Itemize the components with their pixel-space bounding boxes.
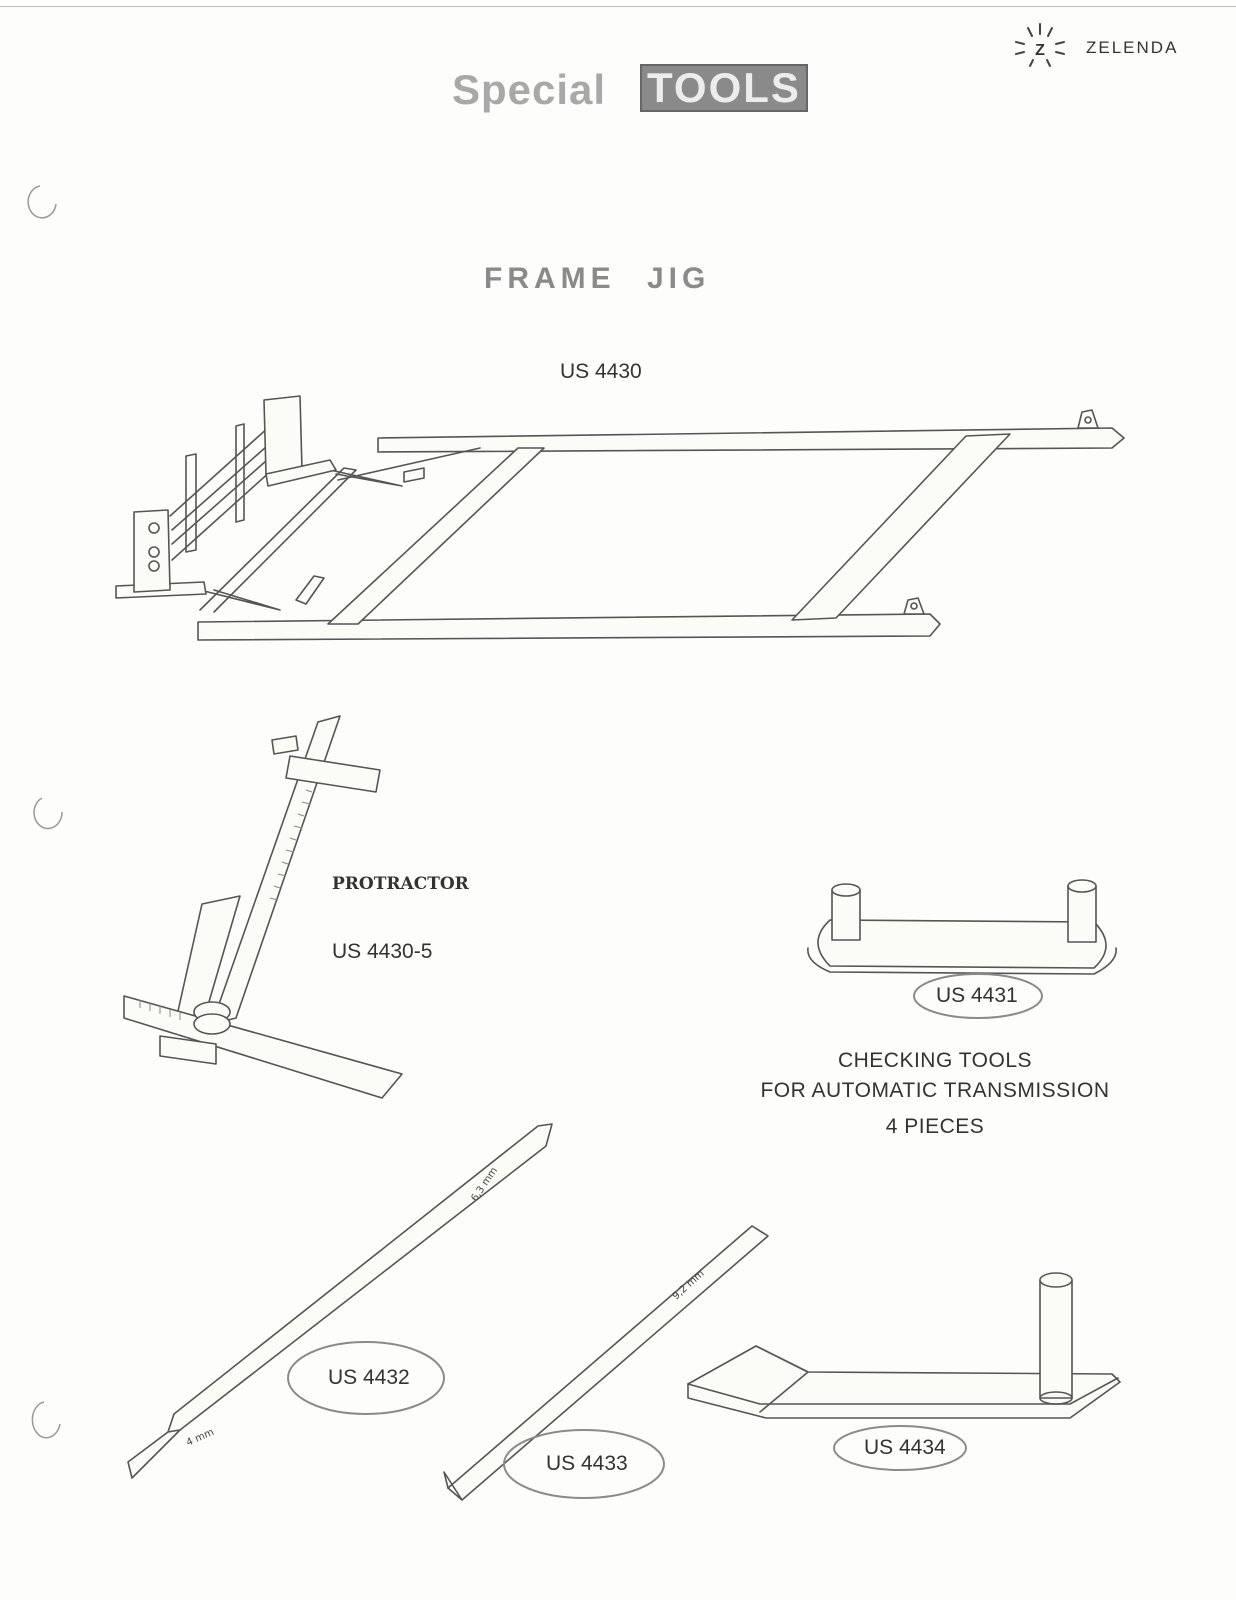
tool-us4431-code: US 4431 [936, 984, 1018, 1007]
protractor-title: PROTRACTOR [332, 874, 469, 894]
tool-us4433-code: US 4433 [546, 1452, 628, 1475]
tool-us4434-drawing [687, 1272, 1121, 1419]
tool-us4432-circle [287, 1341, 445, 1415]
tool-us4432-marking-b: 4 mm [185, 1427, 216, 1449]
tool-us4431-drawing [807, 879, 1117, 975]
title-tools: TOOLS [640, 64, 808, 112]
binder-hole-top [27, 185, 57, 219]
tool-us4431-circle [913, 973, 1043, 1019]
tool-us4434-code: US 4434 [864, 1436, 946, 1459]
tool-us4432-code: US 4432 [328, 1366, 410, 1389]
zelenda-logo-icon: Z [1015, 23, 1065, 67]
protractor-drawing [123, 715, 403, 1099]
protractor-code: US 4430-5 [332, 940, 433, 963]
checking-tools-caption: CHECKING TOOLS FOR AUTOMATIC TRANSMISSIO… [740, 1046, 1130, 1142]
binder-hole-middle [33, 797, 63, 830]
frame-jig-title: FRAME JIG [484, 262, 711, 295]
frame-jig-code: US 4430 [560, 360, 642, 383]
checking-tools-line2: FOR AUTOMATIC TRANSMISSION [760, 1079, 1110, 1102]
brand-name: ZELENDA [1086, 38, 1179, 57]
checking-tools-line3: 4 PIECES [885, 1115, 985, 1138]
tool-us4434-circle [833, 1425, 967, 1471]
checking-tools-line1: CHECKING TOOLS [837, 1049, 1033, 1072]
tool-us4432-drawing: 6,3 mm 4 mm [127, 1123, 553, 1479]
tool-us4433-circle [503, 1429, 665, 1499]
binder-hole-bottom [31, 1401, 61, 1439]
top-rule [0, 6, 1236, 7]
logo-letter: Z [1035, 42, 1045, 59]
title-special: Special [452, 66, 607, 113]
frame-jig-drawing [115, 395, 1125, 641]
